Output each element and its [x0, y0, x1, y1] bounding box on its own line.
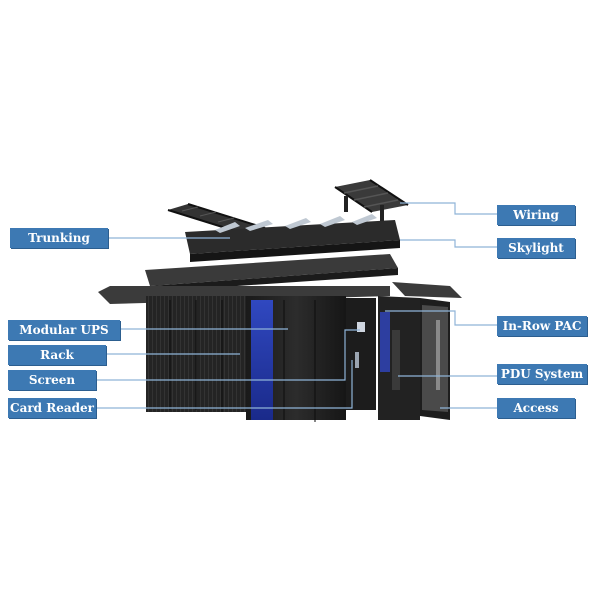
modular-ups-unit [251, 300, 273, 420]
label-in-row-pac: In-Row PAC [497, 316, 587, 336]
leader-lines [96, 202, 497, 409]
screen-panel [357, 322, 365, 332]
right-section [378, 296, 450, 420]
label-pdu-system: PDU System [497, 364, 587, 384]
access-door-handle [436, 320, 440, 390]
label-trunking: Trunking [10, 228, 108, 248]
label-rack: Rack [8, 345, 106, 365]
label-modular-ups: Modular UPS [8, 320, 120, 340]
label-screen: Screen [8, 370, 96, 390]
label-card-reader: Card Reader [8, 398, 96, 418]
card-reader-unit [355, 352, 359, 368]
cabinet-row [146, 296, 376, 422]
label-access: Access [497, 398, 575, 418]
wiring-ladder [334, 179, 409, 221]
label-skylight: Skylight [497, 238, 575, 258]
label-wiring: Wiring [497, 205, 575, 225]
skylight-panels [185, 214, 400, 262]
